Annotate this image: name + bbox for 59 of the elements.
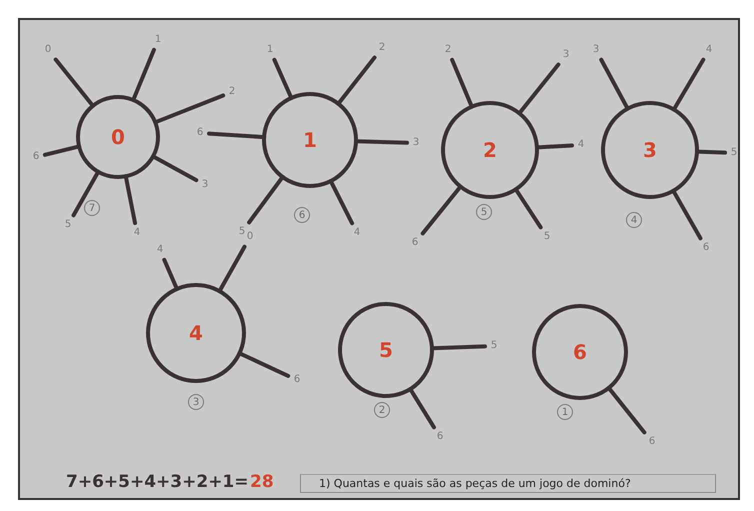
spoke-number: 1 [151,32,165,48]
spoke-number: 4 [130,225,144,241]
spoke-number: 4 [574,137,588,153]
spoke-number: 3 [559,47,573,63]
spoke-number: 4 [350,225,364,241]
spoke-number: 5 [727,145,741,161]
domino-number: 2 [483,138,497,162]
circled-count: 2 [374,402,390,418]
spoke-line [514,187,543,230]
circled-count: 3 [188,394,204,410]
spoke-number: 6 [645,434,659,450]
spoke-number: 6 [193,125,207,141]
spoke-number: 6 [408,235,422,251]
domino-number: 5 [379,338,393,362]
spoke-line [247,175,285,224]
spoke-line [606,386,646,434]
domino-number-circle [532,304,628,400]
spoke-number: 4 [702,42,716,58]
spoke-line [420,184,462,236]
spoke-line [408,387,436,430]
spoke-number: 6 [433,429,447,445]
domino-number: 0 [111,125,125,149]
circled-count: 6 [294,207,310,223]
domino-number-circle [441,101,539,199]
question-text: 1) Quantas e quais são as peças de um jogo de dominó? [300,474,716,493]
spoke-number: 2 [375,40,389,56]
spoke-number: 1 [263,42,277,58]
domino-number-circle [262,92,358,188]
circled-count: 5 [476,204,492,220]
domino-number-circle [76,95,160,179]
spoke-line [54,58,95,108]
spoke-line [336,56,376,106]
spoke-number: 5 [487,338,501,354]
domino-number-circle [146,283,246,383]
spoke-number: 6 [290,372,304,388]
spoke-line [151,154,198,182]
domino-number: 3 [643,138,657,162]
spoke-number: 6 [29,149,43,165]
spoke-number: 5 [61,217,75,233]
circled-count: 4 [626,212,642,228]
spoke-number: 3 [589,42,603,58]
spoke-number: 4 [153,242,167,258]
domino-number-circle [338,302,434,398]
circled-count: 7 [84,200,100,216]
spoke-number: 6 [699,240,713,256]
spoke-number: 3 [409,135,423,151]
domino-number: 6 [573,340,587,364]
spoke-number: 3 [198,177,212,193]
sum-result: 28 [250,472,274,492]
spoke-line [517,62,560,116]
spoke-number: 0 [41,42,55,58]
spoke-number: 2 [225,84,239,100]
domino-number: 4 [189,321,203,345]
spoke-number: 5 [540,229,554,245]
domino-number-circle [601,101,699,199]
circled-count: 1 [557,404,573,420]
spoke-number: 2 [441,42,455,58]
domino-number: 1 [303,128,317,152]
equation-text: 7+6+5+4+3+2+1= [66,472,249,492]
